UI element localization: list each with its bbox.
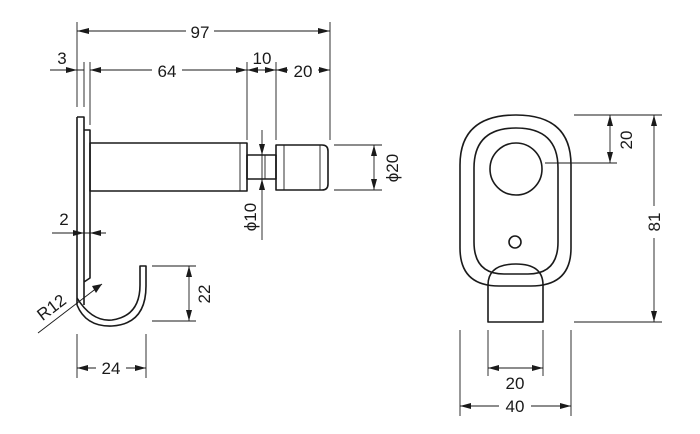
neck <box>246 154 277 180</box>
dimension-row-top: 3 64 10 20 <box>50 49 330 140</box>
dimension-97: 97 <box>76 20 331 140</box>
dim-top-20-label: 20 <box>617 131 636 150</box>
side-plate-inner <box>473 127 559 275</box>
dim-r12-label: R12 <box>34 291 70 325</box>
dimension-hook-width: 24 <box>76 334 147 378</box>
dimension-hook-radius: R12 <box>34 283 103 334</box>
dim-40-label: 40 <box>506 397 525 416</box>
dim-97-label: 97 <box>191 23 210 42</box>
dim-81-label: 81 <box>645 213 664 232</box>
dim-22-label: 22 <box>195 285 214 304</box>
dimension-knob-diameter: ϕ20 <box>334 144 402 191</box>
dimension-side-hook-width: 20 <box>487 330 544 393</box>
dim-10-label: 10 <box>253 49 272 68</box>
dimension-neck-diameter: ϕ10 <box>241 130 265 240</box>
side-plate-outer <box>459 114 572 287</box>
dimension-top-offset: 20 <box>545 114 662 164</box>
dim-side-20-label: 20 <box>506 374 525 393</box>
dimension-overall-height: 81 <box>574 115 667 323</box>
dimension-hook-height: 22 <box>152 265 214 322</box>
dim-2-label: 2 <box>59 210 68 229</box>
dim-neck-diameter-label: ϕ10 <box>241 203 260 231</box>
dimension-plate-width: 40 <box>459 330 572 416</box>
knob <box>275 144 329 191</box>
side-view: 20 81 20 40 <box>459 114 667 416</box>
dim-20-label: 20 <box>294 62 313 81</box>
side-hook <box>487 263 544 323</box>
dimension-plate-thickness: 2 <box>52 210 106 236</box>
mounting-plate <box>76 116 91 305</box>
dim-knob-diameter-label: ϕ20 <box>383 154 402 182</box>
hook <box>76 265 147 327</box>
knob-circle <box>489 142 543 196</box>
dim-64-label: 64 <box>158 62 177 81</box>
shaft <box>89 142 248 192</box>
screw-hole <box>508 235 522 249</box>
dim-24-label: 24 <box>102 359 121 378</box>
dim-3-label: 3 <box>57 49 66 68</box>
front-view: 97 3 64 10 20 <box>34 20 402 378</box>
